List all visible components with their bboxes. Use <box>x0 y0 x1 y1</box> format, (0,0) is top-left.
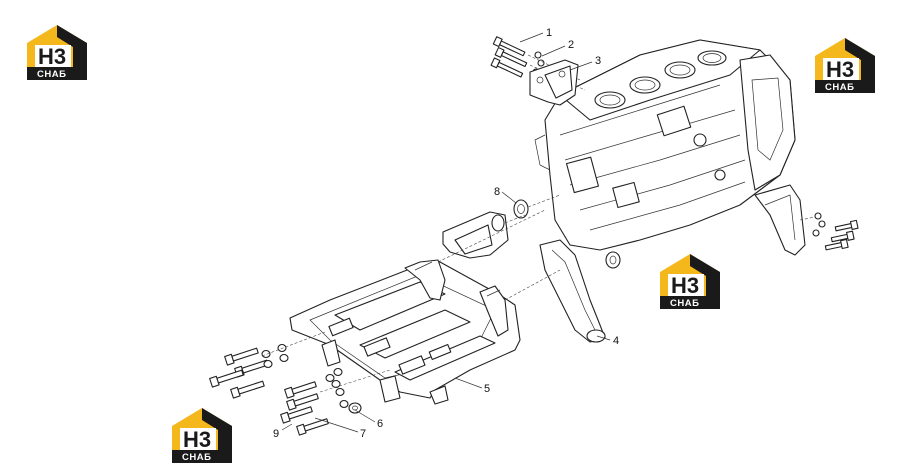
right-bolts-set <box>799 212 859 251</box>
base-frame-part-5 <box>289 209 561 405</box>
watermark-logo-top-right: Н3 СНАБ <box>815 38 875 93</box>
side-support-part-4 <box>539 239 606 343</box>
callout-5: 5 <box>484 383 490 395</box>
bushing-small <box>605 251 621 269</box>
callout-6: 6 <box>377 418 383 430</box>
watermark-sub-text: СНАБ <box>182 452 211 463</box>
top-mounting-bracket <box>529 59 579 106</box>
bushing-part-8 <box>513 194 561 219</box>
callout-8: 8 <box>494 186 500 198</box>
callout-7: 7 <box>360 428 366 440</box>
watermark-logo-middle-right: Н3 СНАБ <box>660 254 720 309</box>
front-engine-bracket <box>442 211 526 259</box>
callout-2: 2 <box>568 39 574 51</box>
callout-labels: 1 2 3 4 5 6 7 8 9 <box>273 27 619 440</box>
lower-bolts-set <box>209 331 391 436</box>
watermark-sub-text: СНАБ <box>37 69 66 80</box>
watermark-main-text: Н3 <box>183 427 211 452</box>
watermark-logo-top-left: Н3 СНАБ <box>27 25 87 80</box>
watermark-main-text: Н3 <box>38 44 66 69</box>
callout-9: 9 <box>273 428 279 440</box>
watermark-sub-text: СНАБ <box>825 82 854 93</box>
engine-block <box>534 39 806 256</box>
watermark-sub-text: СНАБ <box>670 298 699 309</box>
watermark-main-text: Н3 <box>826 57 854 82</box>
callout-3: 3 <box>595 55 601 67</box>
watermark-logo-bottom-left: Н3 СНАБ <box>172 408 232 463</box>
callout-1: 1 <box>546 27 552 39</box>
watermark-main-text: Н3 <box>671 273 699 298</box>
callout-4: 4 <box>613 335 619 347</box>
